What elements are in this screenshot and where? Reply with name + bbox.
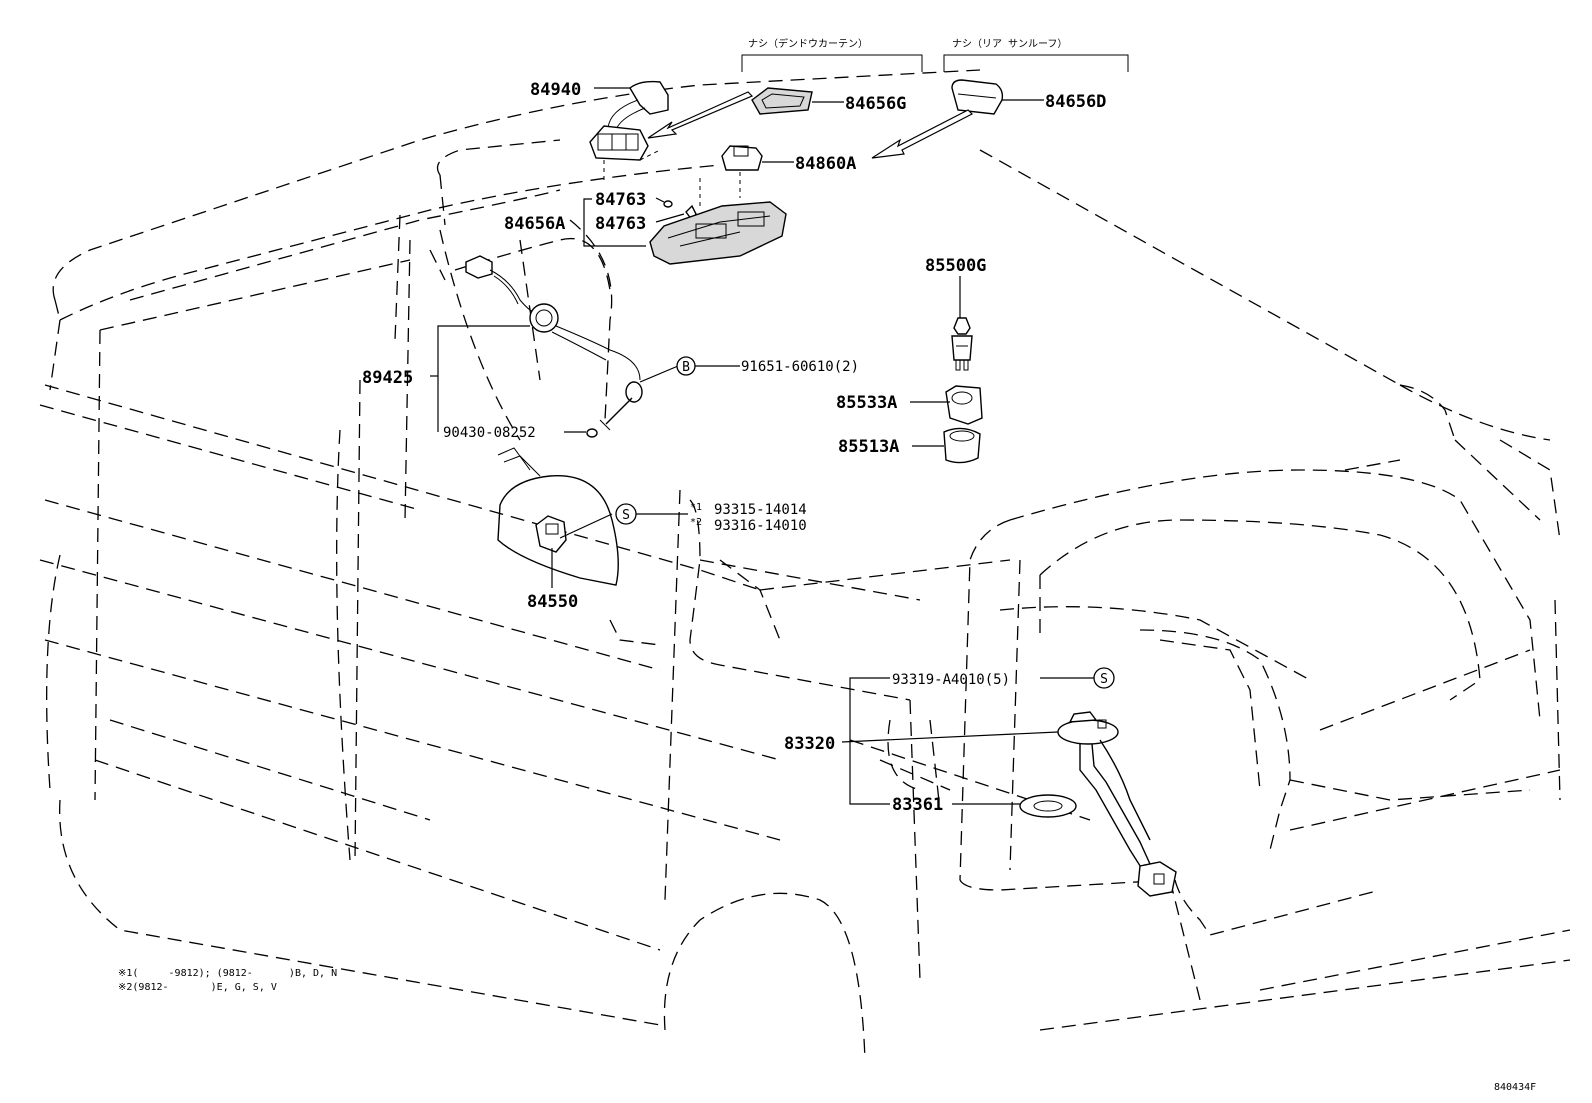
label-84763-b: 84763 — [595, 214, 646, 234]
label-93316: 93316-14010 — [714, 518, 807, 534]
label-85533A: 85533A — [836, 393, 897, 413]
part-labels: 84940 84656G 84656D 84860A 84763 84656A … — [362, 80, 1106, 815]
arrow-84656G — [647, 91, 754, 139]
marker-b-label: B — [682, 360, 690, 375]
part-85500G-clip — [951, 317, 973, 371]
arrow-84656D — [871, 109, 974, 159]
label-84656A: 84656A — [504, 214, 565, 234]
part-85513A-cover — [943, 427, 981, 464]
part-84550-switch — [535, 515, 567, 553]
part-84656D-lens — [951, 79, 1004, 115]
part-lamp-housing — [589, 125, 649, 161]
star-1: *1 — [690, 502, 702, 513]
label-91651: 91651-60610(2) — [741, 359, 859, 375]
part-84656G-lens — [751, 87, 813, 115]
vehicle-body-outline — [39, 69, 1571, 1061]
figure-code: 840434F — [1494, 1082, 1536, 1093]
part-84940-plug — [607, 80, 669, 131]
part-83361-gasket — [1019, 794, 1077, 818]
part-90430-gasket — [586, 428, 598, 438]
part-85533A-holder — [945, 385, 983, 425]
marker-s-mirror-label: S — [622, 508, 630, 523]
part-83320-sender — [1057, 711, 1177, 897]
label-83361: 83361 — [892, 795, 943, 815]
label-85500G: 85500G — [925, 256, 986, 276]
label-84550: 84550 — [527, 592, 578, 612]
label-85513A: 85513A — [838, 437, 899, 457]
header-curtain: ナシ（デンドウカーテン） — [748, 37, 868, 50]
label-84860A: 84860A — [795, 154, 856, 174]
label-84656G: 84656G — [845, 94, 906, 114]
part-89425-cable — [465, 255, 643, 431]
marker-s-mirror: S — [615, 503, 637, 525]
label-90430: 90430-08252 — [443, 425, 536, 441]
star-2: *2 — [690, 517, 702, 528]
header-sunroof-group: ナシ（リア サンルーフ） — [943, 38, 1129, 72]
label-84940: 84940 — [530, 80, 581, 100]
marker-b: B — [676, 356, 696, 376]
label-83320: 83320 — [784, 734, 835, 754]
marker-s-sender-label: S — [1100, 672, 1108, 687]
label-93319: 93319-A4010(5) — [892, 672, 1010, 688]
footnote-1: ※1( -9812); (9812- )B, D, N — [118, 968, 337, 979]
leader-lines — [430, 87, 1094, 805]
footnote-2: ※2(9812- )E, G, S, V — [118, 982, 277, 993]
part-84656A-lamp-base — [649, 201, 787, 265]
header-curtain-group: ナシ（デンドウカーテン） — [741, 37, 923, 72]
part-mirror — [497, 447, 619, 586]
label-89425: 89425 — [362, 368, 413, 388]
footnotes: ※1( -9812); (9812- )B, D, N ※2(9812- )E,… — [118, 968, 337, 993]
part-89425-probe — [605, 397, 633, 425]
label-93315: 93315-14014 — [714, 502, 807, 518]
label-84763-a: 84763 — [595, 190, 646, 210]
marker-s-sender: S — [1093, 667, 1115, 689]
header-sunroof: ナシ（リア サンルーフ） — [952, 38, 1067, 50]
part-84763-bulb-a — [663, 200, 673, 208]
align-line-2 — [639, 149, 661, 161]
part-84860A-switch — [721, 145, 763, 171]
label-84656D: 84656D — [1045, 92, 1106, 112]
